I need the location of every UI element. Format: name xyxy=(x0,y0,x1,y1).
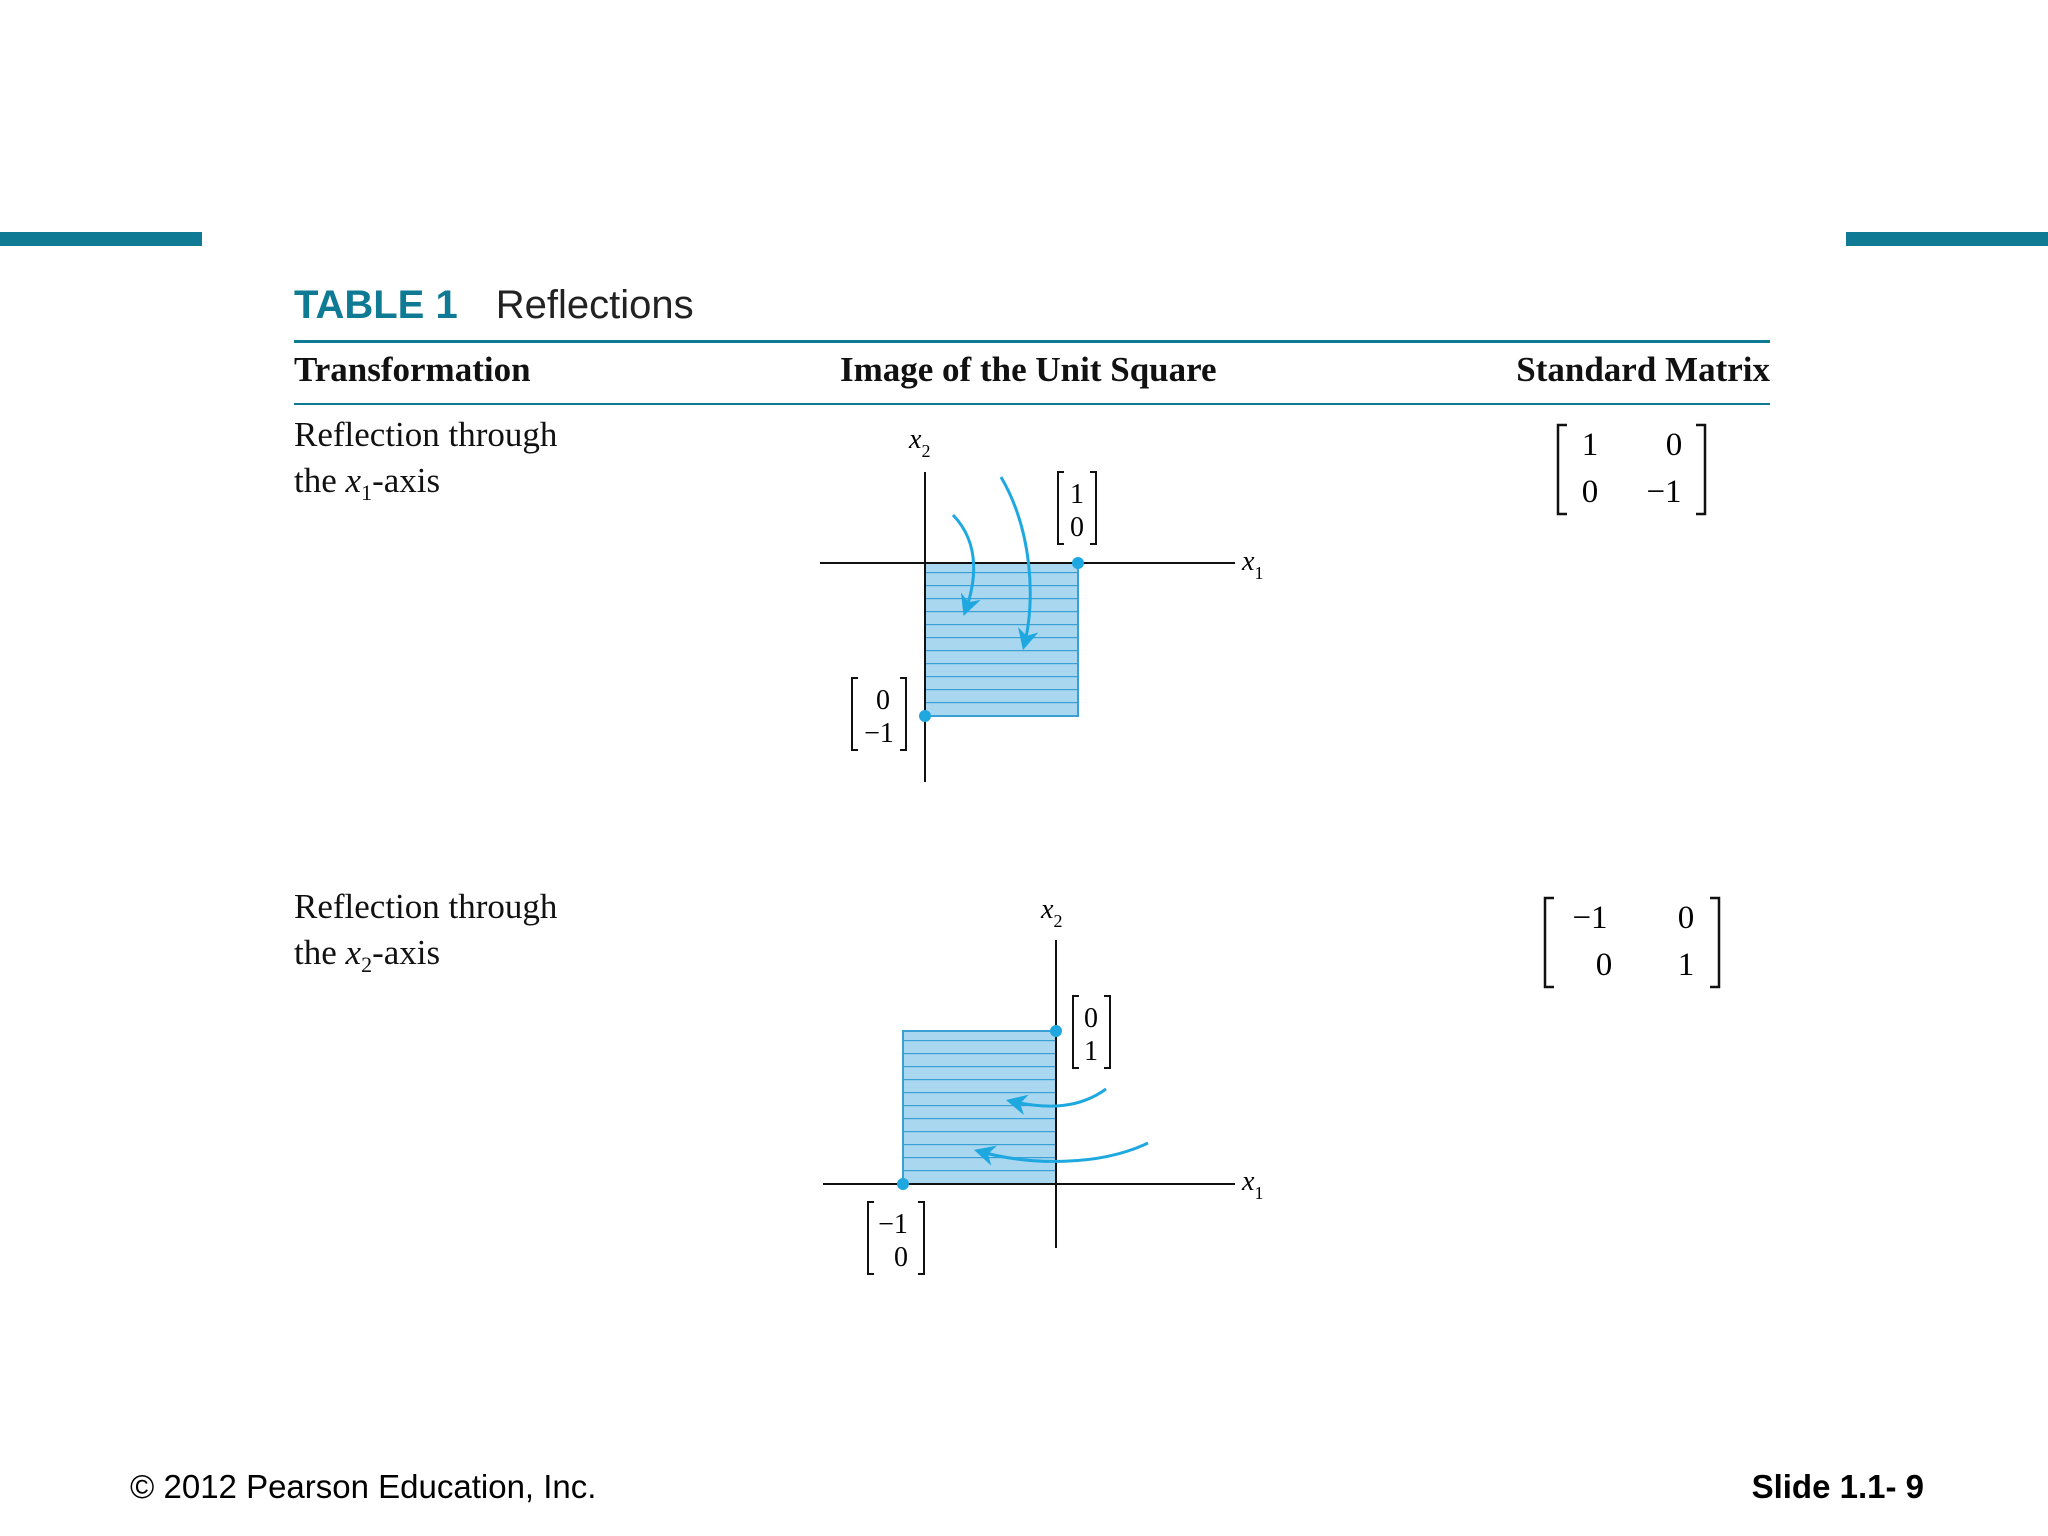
point-image-e1 xyxy=(919,710,931,722)
row1-desc-line2: the x1-axis xyxy=(294,458,557,516)
row2-description: Reflection through the x2-axis xyxy=(294,884,557,988)
row2-desc-suffix: -axis xyxy=(372,933,441,972)
table-top-rule xyxy=(294,340,1770,343)
header-transformation: Transformation xyxy=(294,350,531,389)
matrix-entry: 1 xyxy=(1678,947,1695,983)
matrix-bracket xyxy=(1543,896,1721,989)
row2-desc-line2: the x2-axis xyxy=(294,930,557,988)
row1-desc-line1: Reflection through xyxy=(294,415,558,454)
row2-desc-prefix: the xyxy=(294,933,346,972)
matrix-entry: 0 xyxy=(1596,947,1613,983)
point-image-e2 xyxy=(897,1178,909,1190)
vector-bracket xyxy=(867,1201,925,1275)
vector-bracket xyxy=(851,677,907,751)
slide-number: Slide 1.1- 9 xyxy=(1751,1468,1924,1505)
vector-bracket xyxy=(1057,471,1097,545)
accent-bar-right xyxy=(1846,232,2048,246)
vector-image-e2: −1 0 xyxy=(867,1201,925,1275)
vector-entry: 1 xyxy=(1084,1036,1098,1067)
row2-desc-var: x xyxy=(345,933,362,972)
header-matrix: Standard Matrix xyxy=(1516,350,1770,389)
figure-reflection-x1: x1 x2 1 0 0 −1 xyxy=(820,424,1263,782)
reflection-arrow-1 xyxy=(1005,1087,1107,1116)
vector-entry: −1 xyxy=(878,1209,908,1240)
table-label: TABLE 1 xyxy=(294,283,458,327)
vector-e1: 1 0 xyxy=(1057,471,1097,545)
row2-desc-line1: Reflection through xyxy=(294,887,558,926)
matrix-entry: 1 xyxy=(1582,427,1599,463)
matrix-entry: −1 xyxy=(1646,474,1681,510)
x1-axis-label: x1 xyxy=(1241,546,1263,583)
vector-entry: 0 xyxy=(894,1242,908,1273)
vector-image-e1: 0 −1 xyxy=(851,677,907,751)
copyright-text: © 2012 Pearson Education, Inc. xyxy=(130,1468,597,1505)
vector-e2: 0 1 xyxy=(1072,995,1111,1069)
standard-matrix-row2: −1 0 0 1 xyxy=(1543,896,1721,989)
vector-entry: 1 xyxy=(1070,479,1084,510)
vector-entry: 0 xyxy=(1084,1003,1098,1034)
unit-square-image xyxy=(924,562,1079,717)
row1-desc-prefix: the xyxy=(294,461,346,500)
standard-matrix-row1: 1 0 0 −1 xyxy=(1556,423,1707,516)
matrix-bracket xyxy=(1556,423,1707,516)
vector-entry: 0 xyxy=(1070,512,1084,543)
table-name: Reflections xyxy=(495,283,694,327)
accent-bar-left xyxy=(0,232,202,246)
x1-axis-label: x1 xyxy=(1241,1166,1263,1203)
x2-axis-label: x2 xyxy=(908,424,930,461)
vector-entry: −1 xyxy=(864,718,894,749)
reflection-arrow-2 xyxy=(999,476,1039,651)
matrix-entry: 0 xyxy=(1582,474,1599,510)
matrix-entry: 0 xyxy=(1666,427,1683,463)
row1-desc-var: x xyxy=(345,461,362,500)
row1-desc-suffix: -axis xyxy=(372,461,441,500)
point-e1 xyxy=(1072,557,1084,569)
reflection-arrow-1 xyxy=(951,513,981,616)
table-title: TABLE 1 Reflections xyxy=(294,283,694,328)
vector-bracket xyxy=(1072,995,1111,1069)
row1-description: Reflection through the x1-axis xyxy=(294,412,557,516)
reflection-arrow-2 xyxy=(973,1141,1149,1166)
header-image: Image of the Unit Square xyxy=(840,350,1217,389)
point-e2 xyxy=(1050,1025,1062,1037)
matrix-entry: −1 xyxy=(1572,900,1607,936)
figure-reflection-x2: x1 x2 0 1 −1 0 xyxy=(823,894,1263,1275)
matrix-entry: 0 xyxy=(1678,900,1695,936)
vector-entry: 0 xyxy=(876,685,890,716)
row1-desc-sub: 1 xyxy=(361,480,373,505)
row2-desc-sub: 2 xyxy=(361,952,373,977)
x2-axis-label: x2 xyxy=(1040,894,1062,931)
table-header-rule xyxy=(294,403,1770,405)
